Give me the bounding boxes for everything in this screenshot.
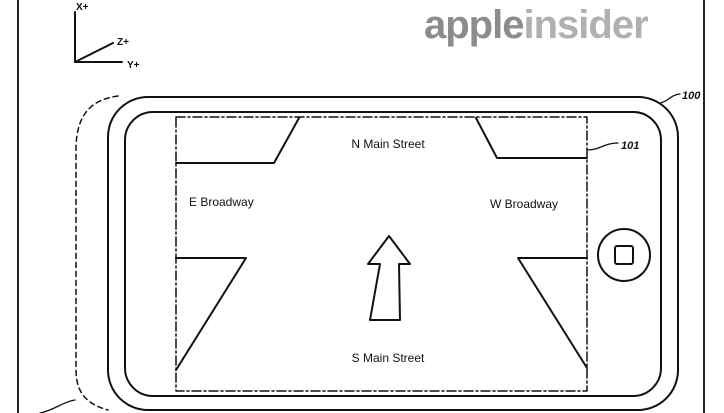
z-axis-label: Z+ xyxy=(117,37,129,48)
device-inner-bezel xyxy=(124,111,662,397)
street-edge-south-east xyxy=(517,257,588,369)
x-axis-label: X+ xyxy=(76,2,89,13)
street-edge-south-west xyxy=(175,257,247,371)
page-border-left xyxy=(17,0,19,413)
page-border-right xyxy=(703,0,705,413)
leader-line-display xyxy=(586,142,619,151)
z-axis-line xyxy=(74,42,114,63)
street-label-west: W Broadway xyxy=(490,197,558,211)
device-outer-body xyxy=(107,96,679,411)
home-button-ring[interactable] xyxy=(597,228,651,282)
watermark-part-b: insider xyxy=(523,3,648,47)
street-label-east: E Broadway xyxy=(189,195,254,209)
home-button-square[interactable] xyxy=(614,245,634,265)
coordinate-axes xyxy=(74,11,123,63)
street-edge-north-east xyxy=(475,117,588,159)
appleinsider-watermark: appleinsider xyxy=(424,0,649,50)
street-label-south: S Main Street xyxy=(352,351,425,365)
leader-line-device xyxy=(659,93,681,104)
street-edge-north-west xyxy=(175,117,300,164)
ref-numeral-display: 101 xyxy=(621,140,639,152)
leader-line-partial xyxy=(39,399,76,413)
home-button-icon[interactable] xyxy=(597,228,651,282)
ref-numeral-device: 100 xyxy=(682,90,701,102)
y-axis-label: Y+ xyxy=(127,60,140,71)
display-area xyxy=(175,116,588,392)
watermark-part-a: apple xyxy=(424,3,524,47)
up-arrow-icon xyxy=(367,235,411,321)
street-label-north: N Main Street xyxy=(351,137,425,151)
device-perspective-outline xyxy=(75,95,119,411)
